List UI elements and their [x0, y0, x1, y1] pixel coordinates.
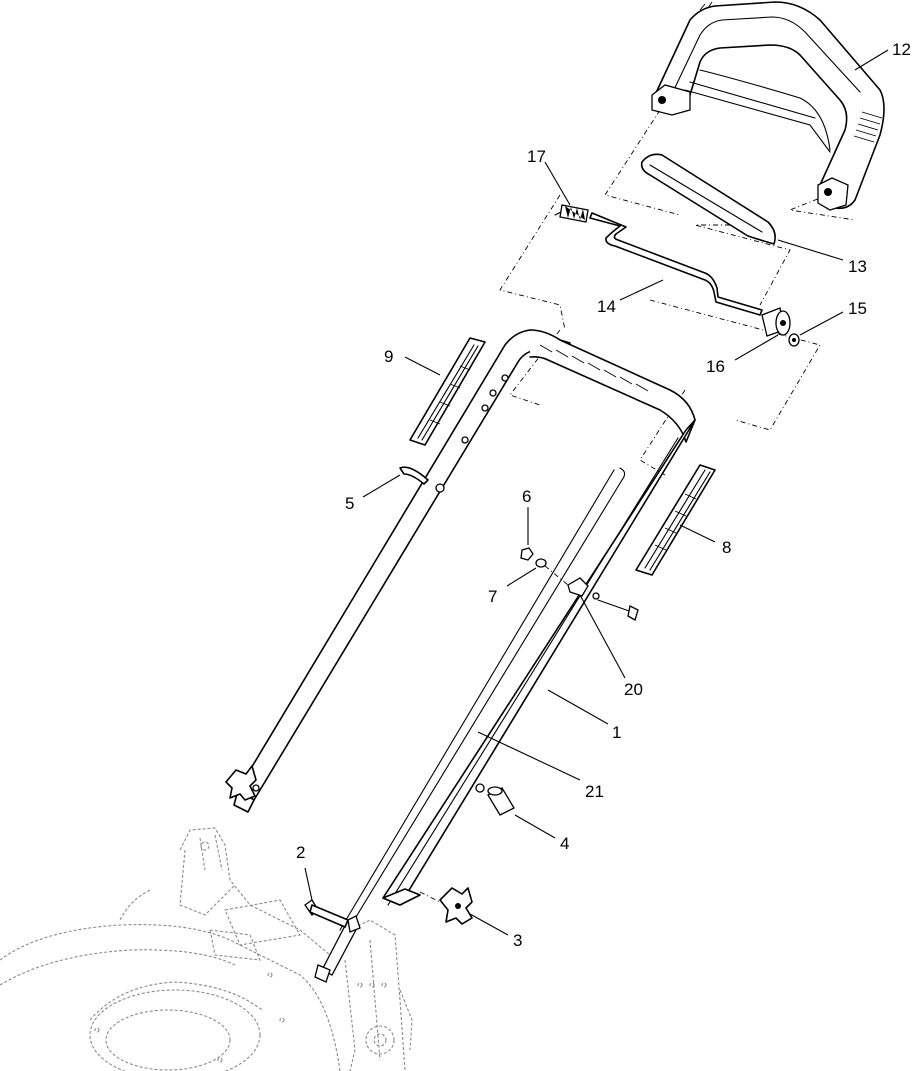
- part-9-left-guide: [409, 337, 486, 446]
- part-15-washer: [788, 333, 800, 347]
- callout-2: 2: [296, 843, 305, 862]
- part-5-cable-tie: [399, 466, 429, 485]
- leader-lines: [304, 49, 889, 936]
- part-3-knob: [419, 887, 473, 925]
- callout-7: 7: [488, 587, 497, 606]
- part-8-right-guide: [635, 464, 716, 576]
- callout-21: 21: [585, 782, 604, 801]
- part-6-nut: [520, 547, 534, 561]
- callout-13: 13: [848, 257, 867, 276]
- part-17-spring: [554, 204, 589, 223]
- part-7-washer: [535, 558, 547, 568]
- part-4-spacer: [487, 786, 515, 816]
- part-13-bail-cover: [640, 153, 776, 245]
- left-lower-knob: [225, 765, 257, 801]
- mower-deck-phantom: [0, 827, 413, 1071]
- part-12-handle-grip: [651, 1, 885, 211]
- part-20-cable-clamp: [544, 565, 639, 621]
- callout-16: 16: [706, 357, 725, 376]
- callout-3: 3: [513, 931, 522, 950]
- callout-4: 4: [560, 834, 569, 853]
- callout-14: 14: [597, 297, 616, 316]
- part-16-pivot-bushing: [761, 307, 791, 337]
- callout-8: 8: [722, 538, 731, 557]
- callout-20: 20: [624, 680, 643, 699]
- part-1-handle-frame: [233, 329, 696, 906]
- callout-6: 6: [522, 487, 531, 506]
- callout-1: 1: [612, 723, 621, 742]
- callout-12: 12: [892, 40, 911, 59]
- callout-labels: 12 13 17 14 15 16 9 5 6 7 8 20 1 21 4 2 …: [296, 40, 911, 950]
- callout-5: 5: [345, 494, 354, 513]
- callout-9: 9: [384, 347, 393, 366]
- callout-17: 17: [527, 147, 546, 166]
- callout-15: 15: [848, 299, 867, 318]
- part-14-bail-rod: [589, 212, 763, 316]
- part-2-bolt: [304, 899, 361, 933]
